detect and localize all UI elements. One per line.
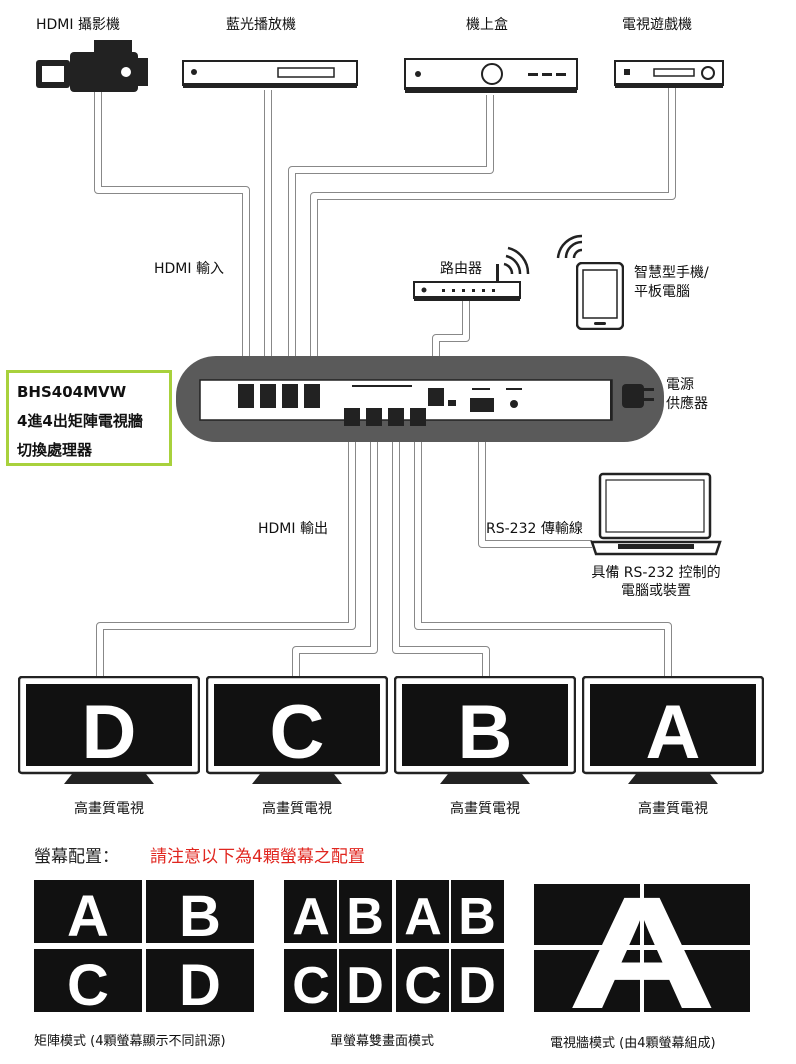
game-console-icon: [614, 60, 724, 88]
power-line2: 供應器: [666, 396, 708, 412]
dual-letter-8: D: [458, 957, 496, 1012]
cable-out-a-inner: [415, 432, 671, 680]
dual-letter-3: A: [404, 888, 442, 946]
config-title: 螢幕配置：: [34, 847, 119, 867]
cable-stb-inner: [289, 95, 493, 372]
wireless-icon: [556, 234, 583, 259]
set-top-box-icon: [404, 58, 578, 93]
display-a-letter: A: [646, 690, 701, 775]
model-code: BHS404MVW: [17, 383, 127, 401]
cable-out-b-inner: [393, 432, 489, 680]
hdmi-output-label: HDMI 輸出: [258, 521, 328, 537]
display-d: D: [18, 676, 200, 784]
matrix-letter-a: A: [67, 884, 109, 949]
dual-letter-2: B: [346, 888, 384, 946]
display-d-letter: D: [82, 690, 137, 775]
bluray-player-icon: [182, 60, 358, 88]
model-line1: 4進4出矩陣電視牆: [17, 412, 143, 430]
router-label: 路由器: [440, 261, 482, 277]
cable-out-c-inner: [293, 432, 377, 680]
dual-letter-5: C: [292, 957, 330, 1012]
rs232-pc-line1: 具備 RS-232 控制的: [591, 565, 721, 581]
power-label: 電源 供應器: [666, 376, 708, 414]
dual-picture-diagram: A B A B C D C D: [284, 880, 504, 1012]
config-note: 請注意以下為4顆螢幕之配置: [150, 847, 365, 867]
cable-camera: [94, 90, 250, 372]
dual-letter-7: C: [404, 957, 442, 1012]
laptop-icon: [590, 472, 722, 556]
model-line2: 切換處理器: [17, 441, 93, 459]
cable-camera-inner: [95, 90, 249, 372]
bluray-label: 藍光播放機: [226, 17, 296, 33]
matrix-letter-b: B: [179, 884, 221, 949]
matrix-letter-c: C: [67, 953, 109, 1012]
rs232-pc-line2: 電腦或裝置: [621, 583, 691, 599]
display-c: C: [206, 676, 388, 784]
matrix-mode-diagram: A B C D: [34, 880, 254, 1012]
cable-out-d: [96, 432, 356, 680]
game-console-label: 電視遊戲機: [622, 17, 692, 33]
display-a: A: [582, 676, 764, 784]
cable-game-inner: [311, 88, 675, 372]
power-line1: 電源: [666, 377, 694, 393]
rs232-pc-label: 具備 RS-232 控制的 電腦或裝置: [578, 564, 734, 600]
dual-letter-6: D: [346, 957, 384, 1012]
smart-device-line2: 平板電腦: [634, 284, 690, 300]
camera-label: HDMI 攝影機: [36, 17, 120, 33]
cable-out-d-inner: [97, 432, 355, 680]
dual-letter-4: B: [458, 888, 496, 946]
camera-icon: [36, 40, 148, 92]
tablet-icon: [576, 262, 624, 330]
matrix-letter-d: D: [179, 953, 221, 1012]
display-b: B: [394, 676, 576, 784]
set-top-box-label: 機上盒: [466, 17, 508, 33]
dual-picture-caption: 單螢幕雙畫面模式: [330, 1034, 435, 1049]
dual-letter-1: A: [292, 888, 330, 946]
video-wall-diagram: A: [534, 884, 750, 1012]
video-wall-caption: 電視牆模式 (由4顆螢幕組成): [550, 1036, 716, 1051]
smart-device-line1: 智慧型手機/: [634, 265, 709, 281]
cable-out-b: [392, 432, 490, 680]
cable-rs232-inner: [479, 436, 592, 547]
cable-stb: [288, 95, 494, 372]
matrix-mode-caption: 矩陣模式 (4顆螢幕顯示不同訊源): [34, 1034, 226, 1049]
rs232-cable-label: RS-232 傳輸線: [486, 521, 583, 537]
display-a-label: 高畫質電視: [638, 801, 708, 817]
display-d-label: 高畫質電視: [74, 801, 144, 817]
cable-out-c: [292, 432, 378, 680]
display-b-label: 高畫質電視: [450, 801, 520, 817]
hdmi-input-label: HDMI 輸入: [154, 261, 224, 277]
matrix-switcher-unit: [176, 356, 664, 442]
model-box: BHS404MVW 4進4出矩陣電視牆 切換處理器: [6, 370, 172, 466]
display-c-letter: C: [270, 690, 325, 775]
power-adapter-icon: [622, 384, 654, 408]
router-icon: [413, 246, 530, 301]
display-b-letter: B: [458, 690, 513, 775]
smart-device-label: 智慧型手機/ 平板電腦: [634, 264, 709, 302]
display-c-label: 高畫質電視: [262, 801, 332, 817]
